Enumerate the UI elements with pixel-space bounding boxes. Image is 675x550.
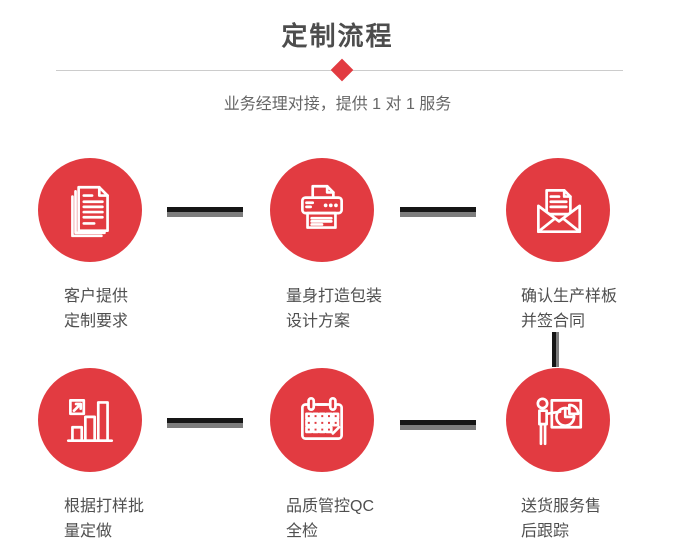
step-label-2: 量身打造包装 设计方案: [286, 284, 382, 334]
step-label-5: 品质管控QC 全检: [286, 494, 374, 544]
step-label-line: 确认生产样板: [521, 288, 618, 305]
step-label-4: 根据打样批 量定做: [64, 494, 144, 544]
step-label-line: 定制要求: [64, 313, 129, 330]
connector-step2-step3: [400, 207, 476, 217]
step-circle-6: [506, 368, 610, 472]
step-label-3: 确认生产样板 并签合同: [521, 284, 617, 334]
envelope-icon: [537, 189, 582, 234]
step-label-1: 客户提供 定制要求: [64, 284, 128, 334]
step-circle-3: [506, 158, 610, 262]
bar-chart-icon: [66, 399, 114, 443]
connector-step5-step6: [400, 420, 476, 430]
step-circle-5: [270, 368, 374, 472]
subtitle: 业务经理对接，提供 1 对 1 服务: [223, 96, 452, 113]
step-circle-2: [270, 158, 374, 262]
step-label-6: 送货服务售 后跟踪: [521, 494, 601, 544]
printer-icon: [301, 184, 343, 229]
step-label-line: 量定做: [64, 523, 113, 540]
step-label-line: 量身打造包装: [286, 288, 383, 305]
step-label-line: 客户提供: [64, 288, 129, 305]
documents-icon: [71, 185, 109, 238]
step-label-line: 并签合同: [521, 313, 586, 330]
step-label-line: 根据打样批: [64, 498, 145, 515]
step-circle-4: [38, 368, 142, 472]
step-label-line: 送货服务售: [521, 498, 602, 515]
page-title: 定制流程: [281, 21, 394, 51]
connector-step4-step5: [167, 418, 243, 428]
connector-step3-step6: [552, 332, 559, 367]
step-label-line: 设计方案: [286, 313, 351, 330]
step-label-line: 品质管控QC: [286, 498, 375, 515]
step-label-line: 全检: [286, 523, 319, 540]
step-circle-1: [38, 158, 142, 262]
step-label-line: 后跟踪: [521, 523, 570, 540]
connector-step1-step2: [167, 207, 243, 217]
presentation-icon: [536, 397, 583, 446]
diamond-icon: [330, 58, 354, 82]
calendar-icon: [301, 396, 343, 440]
